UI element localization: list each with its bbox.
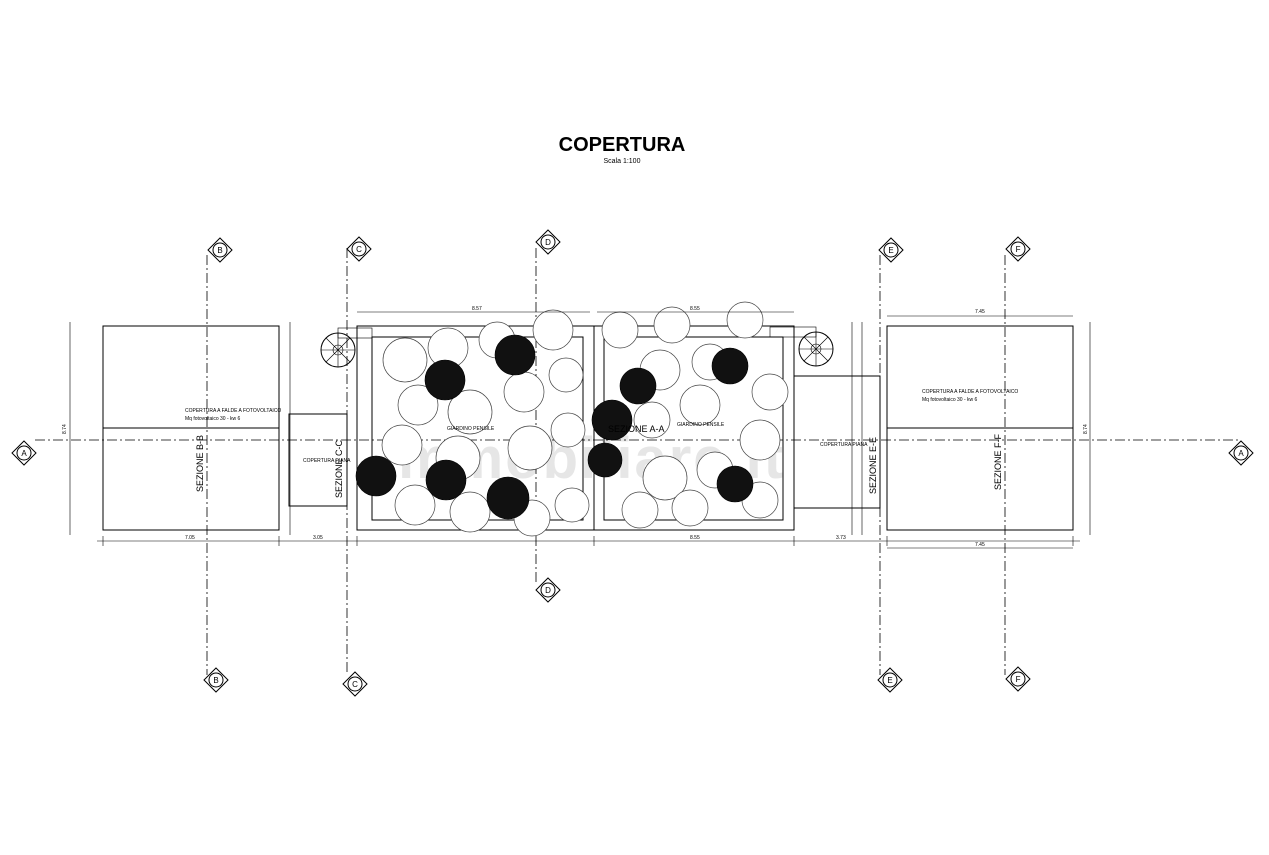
flat-roof-right: COPERTURA PIANA SEZIONE E-E bbox=[793, 375, 881, 509]
svg-text:E: E bbox=[888, 246, 893, 255]
dim-top-left: 8.57 bbox=[472, 306, 482, 312]
svg-text:C: C bbox=[352, 680, 358, 689]
section-marker-d-top: D bbox=[535, 229, 561, 255]
dim-bottom-5: 7.45 bbox=[975, 542, 985, 548]
section-label-cc: SEZIONE C-C bbox=[334, 439, 344, 498]
dim-top-far-right: 7.45 bbox=[975, 309, 985, 315]
svg-text:E: E bbox=[887, 676, 892, 685]
pv-roof-left: COPERTURA A FALDE A FOTOVOLTAICO Mq foto… bbox=[102, 325, 281, 531]
section-marker-f-top: F bbox=[1005, 236, 1031, 262]
dim-bottom-3: 8.55 bbox=[690, 535, 700, 541]
flat-roof-right-label: COPERTURA PIANA bbox=[820, 442, 868, 448]
dimension-lines bbox=[69, 311, 1091, 549]
section-marker-a-right: A bbox=[1228, 440, 1254, 466]
svg-text:B: B bbox=[217, 246, 222, 255]
svg-text:D: D bbox=[545, 586, 551, 595]
section-label-ff: SEZIONE F-F bbox=[993, 433, 1003, 490]
flat-roof-left-label: COPERTURA PIANA bbox=[303, 458, 351, 464]
garden-right-label: GIARDINO PENSILE bbox=[677, 422, 725, 428]
section-label-aa: SEZIONE A-A bbox=[608, 424, 665, 434]
svg-text:A: A bbox=[21, 449, 27, 458]
spiral-stair-right bbox=[769, 326, 834, 367]
pv-roof-left-label: COPERTURA A FALDE A FOTOVOLTAICO bbox=[185, 408, 281, 414]
svg-text:C: C bbox=[356, 245, 362, 254]
svg-text:A: A bbox=[1238, 449, 1244, 458]
flat-roof-left: COPERTURA PIANA SEZIONE C-C bbox=[288, 413, 351, 507]
section-label-ee: SEZIONE E-E bbox=[868, 437, 878, 494]
pv-roof-right-area: Mq fotovoltaico 30 - kw 6 bbox=[922, 397, 978, 403]
section-marker-c-top: C bbox=[346, 236, 372, 262]
section-marker-e-bottom: E bbox=[877, 667, 903, 693]
section-marker-f-bottom: F bbox=[1005, 666, 1031, 692]
dim-bottom-4: 3.73 bbox=[836, 535, 846, 541]
spiral-stair-left bbox=[320, 327, 373, 368]
drawing-title: COPERTURA bbox=[559, 134, 686, 156]
svg-text:F: F bbox=[1016, 245, 1021, 254]
pv-roof-right-label: COPERTURA A FALDE A FOTOVOLTAICO bbox=[922, 389, 1018, 395]
section-marker-e-top: E bbox=[878, 237, 904, 263]
garden-trees-dark bbox=[355, 334, 754, 520]
pv-roof-left-area: Mq fotovoltaico 30 - kw 6 bbox=[185, 416, 241, 422]
garden-left-label: GIARDINO PENSILE bbox=[447, 426, 495, 432]
dim-left-side: 8.74 bbox=[62, 424, 68, 434]
section-marker-b-top: B bbox=[207, 237, 233, 263]
svg-text:D: D bbox=[545, 238, 551, 247]
dim-right-side: 8.74 bbox=[1083, 424, 1089, 434]
section-label-bb: SEZIONE B-B bbox=[195, 435, 205, 492]
pv-roof-right: COPERTURA A FALDE A FOTOVOLTAICO Mq foto… bbox=[886, 325, 1074, 531]
svg-text:B: B bbox=[213, 676, 218, 685]
section-marker-c-bottom: C bbox=[342, 671, 368, 697]
section-lines bbox=[35, 248, 1240, 675]
drawing-scale: Scala 1:100 bbox=[604, 158, 641, 165]
dim-bottom-2: 3.05 bbox=[313, 535, 323, 541]
svg-text:F: F bbox=[1016, 675, 1021, 684]
section-marker-d-bottom: D bbox=[535, 577, 561, 603]
section-marker-b-bottom: B bbox=[203, 667, 229, 693]
dim-top-right: 8.55 bbox=[690, 306, 700, 312]
section-marker-a-left: A bbox=[11, 440, 37, 466]
dim-bottom-1: 7.05 bbox=[185, 535, 195, 541]
